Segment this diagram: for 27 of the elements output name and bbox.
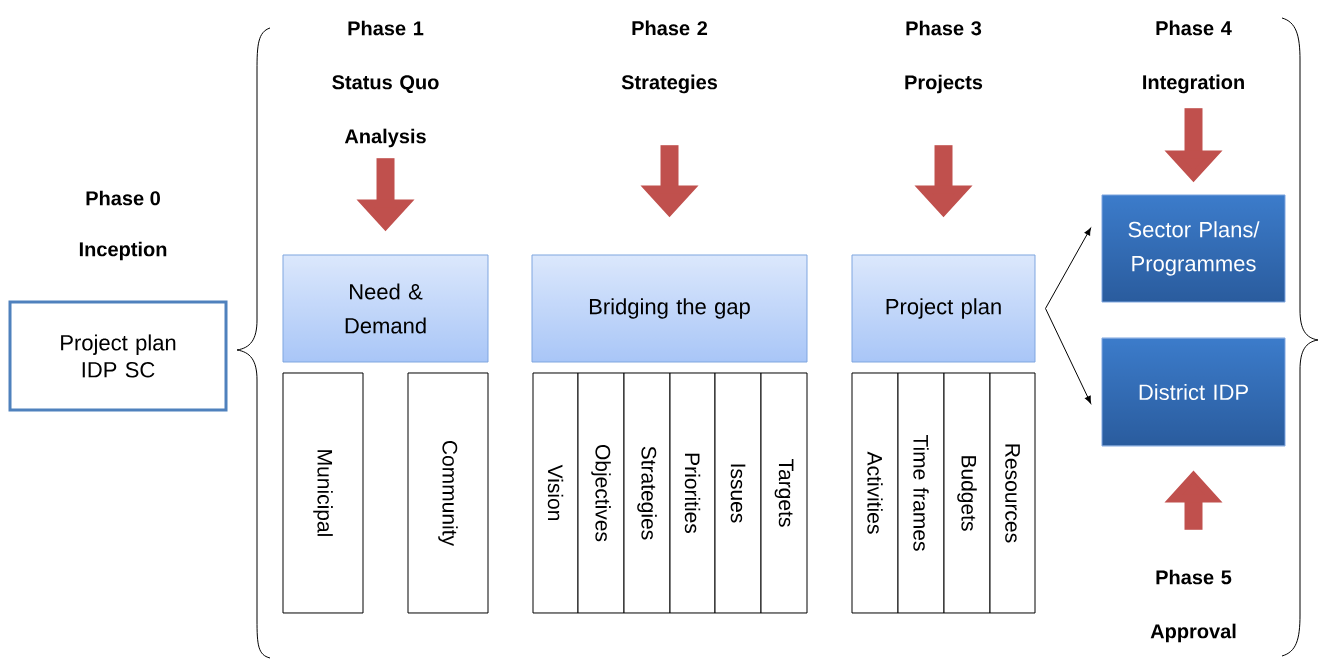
phase-label: Phase 1 Status Quo Analysis <box>332 20 439 148</box>
arrow <box>1045 308 1092 404</box>
phase-label: Phase 3 Projects <box>905 20 983 94</box>
arrow <box>1045 227 1092 309</box>
column-box: Issues <box>714 372 762 614</box>
phase-label: Phase 5 Approval <box>1150 569 1236 643</box>
column-box: Time frames <box>897 372 945 614</box>
column-box: Resources <box>989 372 1036 614</box>
column-box: Strategies <box>623 372 671 614</box>
column-box: Budgets <box>943 372 991 614</box>
column-box: Vision <box>532 372 579 614</box>
phase-label: Inception <box>79 241 167 261</box>
column-box: Targets <box>760 372 808 614</box>
process-box: Project plan IDP SC <box>8 300 228 412</box>
column-box: Municipal <box>282 372 364 614</box>
process-box: Bridging the gap <box>531 254 808 363</box>
column-box: Activities <box>851 372 899 614</box>
process-box: Need & Demand <box>282 254 489 363</box>
output-box: Sector Plans/ Programmes <box>1101 194 1286 303</box>
phase-label: Phase 0 <box>86 190 160 206</box>
column-box: Community <box>407 372 489 614</box>
phase-label: Phase 2 Strategies <box>621 20 718 94</box>
column-box: Objectives <box>577 372 625 614</box>
phase-label: Phase 4 Integration <box>1143 20 1244 94</box>
column-box: Priorities <box>669 372 716 614</box>
process-box: Project plan <box>851 254 1036 363</box>
output-box: District IDP <box>1101 337 1286 447</box>
